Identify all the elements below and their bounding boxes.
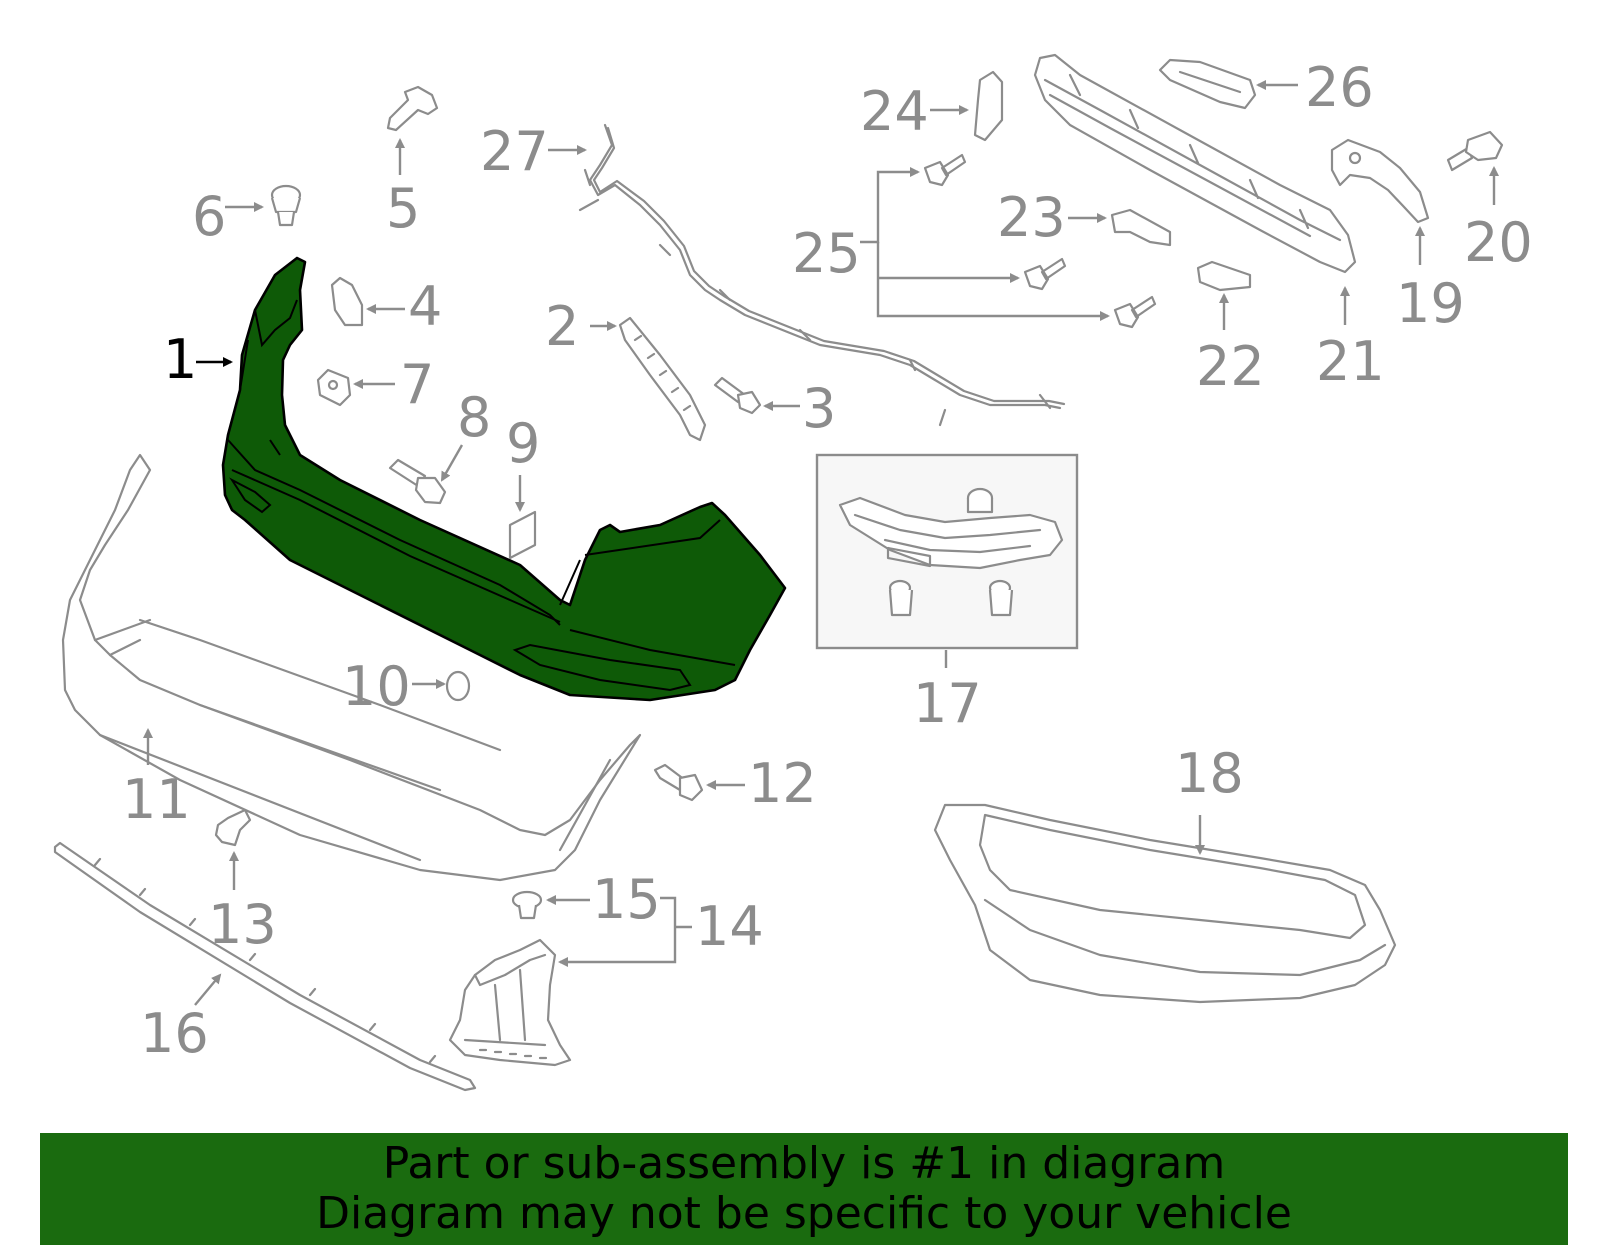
part-2-bracket bbox=[618, 316, 707, 442]
part-4-cover bbox=[330, 276, 364, 327]
part-3-bolt bbox=[713, 376, 762, 415]
callout-23[interactable]: 23 bbox=[997, 186, 1066, 249]
part-24-bracket bbox=[973, 70, 1004, 142]
callout-20[interactable]: 20 bbox=[1464, 211, 1533, 274]
part-22-bracket bbox=[1196, 260, 1252, 292]
callout-8[interactable]: 8 bbox=[457, 386, 491, 449]
part-16-molding bbox=[53, 841, 477, 1092]
callout-11[interactable]: 11 bbox=[122, 768, 191, 831]
callout-10[interactable]: 10 bbox=[342, 655, 411, 718]
part-9-pad bbox=[508, 510, 537, 560]
callout-27[interactable]: 27 bbox=[480, 120, 549, 183]
part-7-nut bbox=[316, 368, 352, 407]
callout-15[interactable]: 15 bbox=[592, 868, 661, 931]
part-13-clip bbox=[214, 808, 252, 847]
callout-7[interactable]: 7 bbox=[400, 353, 434, 416]
part-8-bolt bbox=[388, 458, 447, 505]
callout-2[interactable]: 2 bbox=[545, 295, 579, 358]
callout-12[interactable]: 12 bbox=[748, 752, 817, 815]
callout-21[interactable]: 21 bbox=[1316, 330, 1385, 393]
part-17-lamp-kit bbox=[815, 453, 1079, 650]
banner-line-1: Part or sub-assembly is #1 in diagram bbox=[382, 1138, 1226, 1189]
part-25-fasteners bbox=[923, 153, 1157, 329]
callout-numbers: 1 2 3 4 5 6 7 8 9 10 11 12 13 14 15 16 1… bbox=[122, 56, 1533, 1065]
part-6-clip bbox=[270, 184, 302, 227]
part-5-pin bbox=[386, 85, 439, 132]
part-27-harness bbox=[578, 123, 1066, 427]
callout-25[interactable]: 25 bbox=[792, 222, 861, 285]
callout-5[interactable]: 5 bbox=[386, 177, 420, 240]
part-26-absorber bbox=[1158, 58, 1257, 110]
callout-16[interactable]: 16 bbox=[140, 1002, 209, 1065]
callout-14[interactable]: 14 bbox=[695, 895, 764, 958]
callout-22[interactable]: 22 bbox=[1196, 335, 1265, 398]
callout-26[interactable]: 26 bbox=[1305, 56, 1374, 119]
callout-3[interactable]: 3 bbox=[802, 377, 836, 440]
part-10-grommet bbox=[445, 670, 471, 702]
part-15-clip bbox=[511, 890, 543, 920]
callout-9[interactable]: 9 bbox=[506, 412, 540, 475]
part-18-lamp-housing bbox=[933, 803, 1397, 1004]
callout-6[interactable]: 6 bbox=[192, 185, 226, 248]
part-12-bolt bbox=[653, 763, 704, 802]
callout-13[interactable]: 13 bbox=[208, 893, 277, 956]
callout-18[interactable]: 18 bbox=[1175, 742, 1244, 805]
part-23-bracket bbox=[1110, 208, 1172, 247]
info-banner: Part or sub-assembly is #1 in diagram Di… bbox=[40, 1133, 1568, 1245]
part-19-bracket bbox=[1330, 138, 1430, 224]
part-14-bracket bbox=[448, 938, 572, 1067]
callout-4[interactable]: 4 bbox=[408, 275, 442, 338]
part-21-reinforcement bbox=[1033, 53, 1357, 274]
callout-1[interactable]: 1 bbox=[163, 328, 197, 391]
callout-17[interactable]: 17 bbox=[913, 672, 982, 735]
part-20-bolt bbox=[1446, 130, 1504, 172]
leader-lines bbox=[143, 80, 1499, 1006]
callout-24[interactable]: 24 bbox=[860, 80, 929, 143]
banner-line-2: Diagram may not be specific to your vehi… bbox=[316, 1188, 1292, 1239]
callout-19[interactable]: 19 bbox=[1396, 272, 1465, 335]
part-11-lower-fascia bbox=[61, 453, 642, 882]
part-1-bumper-cover bbox=[221, 256, 787, 702]
